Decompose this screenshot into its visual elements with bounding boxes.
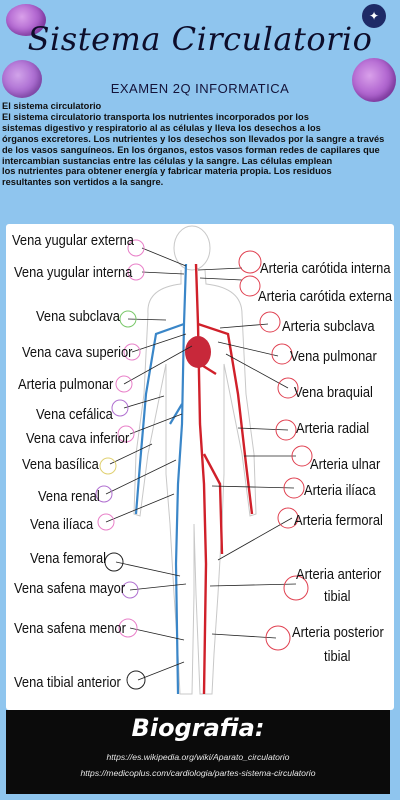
intro-line: intercambian sustancias entre las célula… [2, 155, 333, 166]
intro-line: los nutrientes para obtener energía y fa… [2, 166, 332, 177]
label-vena-cefalica: Vena cefálica [36, 406, 113, 423]
label-vena-safena-menor: Vena safena menor [14, 620, 126, 637]
label-arteria-anterior-tibial-line2: tibial [324, 588, 351, 605]
label-arteria-subclava: Arteria subclava [282, 318, 375, 335]
label-arteria-fermoral: Arteria fermoral [294, 512, 383, 529]
page-title: Sistema Circulatorio [27, 20, 373, 58]
label-vena-basilica: Vena basílica [22, 456, 99, 473]
label-arteria-radial: Arteria radial [296, 420, 370, 437]
heart-icon [185, 336, 211, 368]
label-vena-iliaca: Vena ilíaca [30, 516, 94, 533]
label-vena-cava-inferior: Vena cava inferior [26, 430, 130, 447]
label-vena-renal: Vena renal [38, 488, 100, 505]
intro-line: sistemas digestivo y respiratorio al as … [2, 122, 321, 133]
pin-icon: ✦ [368, 9, 380, 23]
intro-line: resultantes son vertidos a la sangre. [2, 177, 164, 188]
label-arteria-anterior-tibial-line1: Arteria anterior [296, 566, 382, 583]
label-vena-safena-mayor: Vena safena mayor [14, 580, 126, 597]
bibliography-footer: Biografia: https://es.wikipedia.org/wiki… [6, 710, 390, 794]
label-arteria-pulmonar: Arteria pulmonar [18, 376, 114, 393]
label-arteria-posterior-tibial-line1: Arteria posterior [292, 624, 384, 641]
label-vena-yugular-externa: Vena yugular externa [12, 232, 134, 249]
page-subtitle: EXAMEN 2Q INFORMATICA [110, 81, 290, 96]
pin-button[interactable]: ✦ [362, 4, 386, 28]
footer-title: Biografia: [131, 714, 265, 742]
intro-heading: El sistema circulatorio [2, 101, 102, 111]
label-arteria-carotida-externa: Arteria carótida externa [258, 288, 393, 305]
label-arteria-ulnar: Arteria ulnar [310, 456, 381, 473]
body-illustration [95, 225, 313, 695]
decorative-blob [6, 4, 46, 36]
label-vena-pulmonar: Vena pulmonar [290, 348, 377, 365]
intro-line: de los vasos sanguíneos. En los órganos,… [2, 144, 380, 155]
label-vena-subclava: Vena subclava [36, 308, 120, 325]
label-arteria-posterior-tibial-line2: tibial [324, 648, 351, 665]
label-vena-tibial-anterior: Vena tibial anterior [14, 674, 121, 691]
source-link[interactable]: https://es.wikipedia.org/wiki/Aparato_ci… [106, 752, 290, 762]
label-arteria-carotida-interna: Arteria carótida interna [260, 260, 391, 277]
decorative-blob [352, 58, 396, 102]
label-vena-yugular-interna: Vena yugular interna [14, 264, 133, 281]
intro-line: El sistema circulatorio transporta los n… [2, 111, 309, 122]
intro-line: órganos excretores. Los nutrientes y los… [2, 133, 385, 144]
label-vena-femoral: Vena femoral [30, 550, 107, 567]
circulatory-diagram: Vena yugular externa Vena yugular intern… [6, 224, 394, 710]
source-link[interactable]: https://medicoplus.com/cardiologia/parte… [80, 768, 316, 778]
label-arteria-iliaca: Arteria ilíaca [304, 482, 376, 499]
label-vena-braquial: Vena braquial [294, 384, 373, 401]
intro-text: El sistema circulatorio El sistema circu… [2, 101, 398, 188]
decorative-blob [2, 60, 42, 98]
label-vena-cava-superior: Vena cava superior [22, 344, 133, 361]
